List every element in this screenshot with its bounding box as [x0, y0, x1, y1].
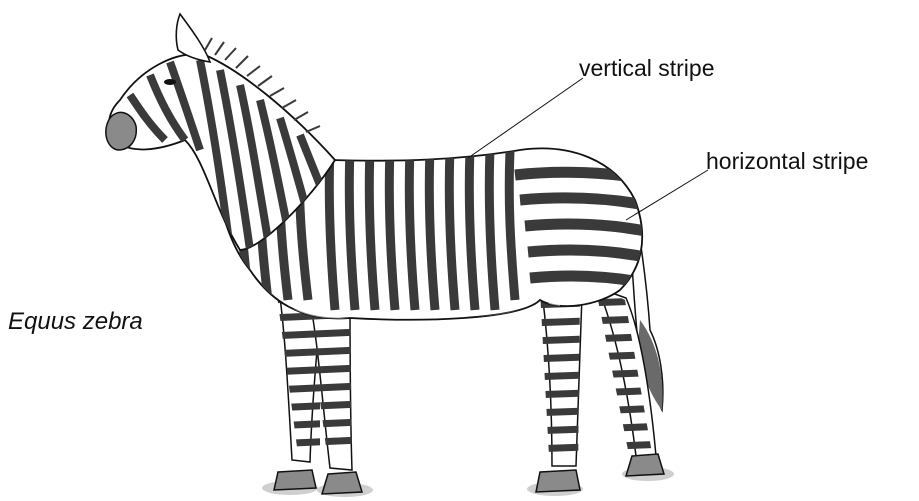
horizontal-stripe-label: horizontal stripe	[706, 148, 868, 175]
leader-line-vertical	[468, 78, 583, 158]
vertical-stripe-label: vertical stripe	[579, 55, 714, 82]
species-label: Equus zebra	[8, 308, 143, 336]
leader-line-horizontal	[626, 170, 708, 220]
eye	[164, 79, 176, 85]
muzzle	[106, 112, 136, 150]
